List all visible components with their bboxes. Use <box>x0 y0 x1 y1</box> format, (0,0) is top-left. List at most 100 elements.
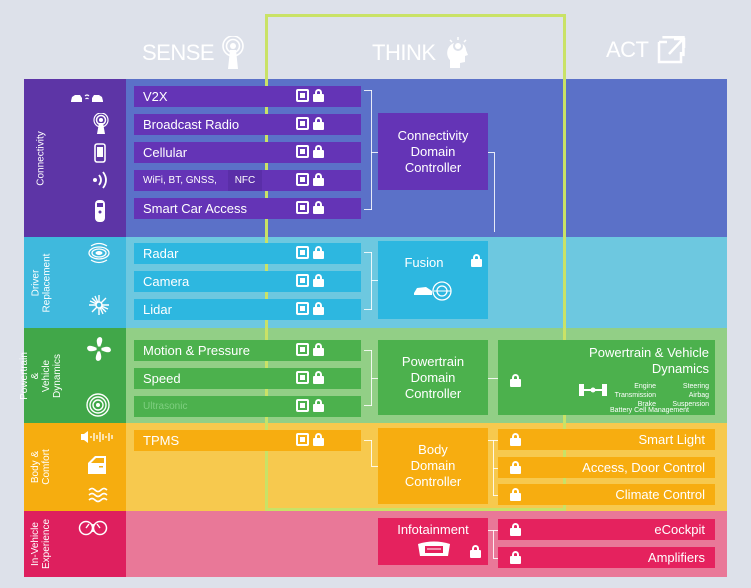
actuator-amplifiers-label: Amplifiers <box>647 550 705 565</box>
wireless-signal-icon <box>93 171 107 189</box>
secure-chip-marker <box>296 246 324 259</box>
padlock-icon <box>510 433 521 446</box>
body-domain-controller[interactable]: Body Domain Controller <box>378 428 488 504</box>
sensor-camera[interactable]: Camera <box>134 271 361 292</box>
connectivity-domain-controller[interactable]: Connectivity Domain Controller <box>378 113 488 190</box>
actuator-pvd-transmission: Transmission <box>614 392 656 399</box>
sensor-cellular[interactable]: Cellular <box>134 142 361 163</box>
speed-spiral-icon <box>86 393 110 417</box>
sensor-lidar[interactable]: Lidar <box>134 299 361 320</box>
side-connectivity: Connectivity <box>24 79 126 237</box>
brain-icon <box>446 37 468 68</box>
sensor-v2x-label: V2X <box>143 89 168 104</box>
padlock-icon <box>313 302 324 315</box>
chip-icon <box>296 173 309 186</box>
sensor-motion-label: Motion & Pressure <box>143 343 250 358</box>
actuator-powertrain-vehicle-dynamics[interactable]: Powertrain & Vehicle Dynamics Engine Tra… <box>498 340 715 415</box>
powertrain-domain-controller[interactable]: Powertrain Domain Controller <box>378 340 488 415</box>
dashboard-display-icon <box>418 541 450 556</box>
actuator-climate-control[interactable]: Climate Control <box>498 484 715 505</box>
antenna-icon <box>222 36 244 69</box>
secure-chip-marker <box>296 399 324 412</box>
chip-icon <box>296 89 309 102</box>
secure-chip-marker <box>296 117 324 130</box>
padlock-icon <box>510 523 521 536</box>
controller-fusion-label: Fusion <box>404 255 444 270</box>
controller-connectivity-label: Connectivity Domain Controller <box>397 127 469 175</box>
actuator-access-door[interactable]: Access, Door Control <box>498 457 715 478</box>
sensor-broadcast-radio[interactable]: Broadcast Radio <box>134 114 361 135</box>
radar-icon <box>88 242 110 264</box>
external-link-icon <box>657 36 685 64</box>
sensor-speed[interactable]: Speed <box>134 368 361 389</box>
secure-chip-marker <box>296 343 324 356</box>
gauge-cluster-icon <box>78 520 108 536</box>
padlock-icon <box>470 545 481 558</box>
header-think: THINK <box>372 36 470 70</box>
padlock-icon <box>313 246 324 259</box>
chip-icon <box>296 274 309 287</box>
sensor-nfc-label: NFC <box>227 170 263 191</box>
laser-burst-icon <box>89 295 109 315</box>
chip-icon <box>296 201 309 214</box>
sensor-wifi-label: WiFi, BT, GNSS, <box>143 175 217 186</box>
padlock-icon <box>313 433 324 446</box>
actuator-climate-label: Climate Control <box>615 487 705 502</box>
padlock-icon <box>510 461 521 474</box>
padlock-icon <box>313 173 324 186</box>
secure-chip-marker <box>296 302 324 315</box>
actuator-pvd-battery: Battery Cell Management <box>610 407 689 414</box>
chip-icon <box>296 433 309 446</box>
chip-icon <box>296 399 309 412</box>
sensor-v2x[interactable]: V2X <box>134 86 361 107</box>
padlock-icon <box>510 488 521 501</box>
secure-chip-marker <box>296 145 324 158</box>
actuator-ecockpit[interactable]: eCockpit <box>498 519 715 540</box>
header-act: ACT <box>606 36 687 64</box>
padlock-icon <box>313 145 324 158</box>
actuator-amplifiers[interactable]: Amplifiers <box>498 547 715 568</box>
chip-icon <box>296 145 309 158</box>
sensor-camera-label: Camera <box>143 274 190 289</box>
sensor-tpms[interactable]: TPMS <box>134 430 361 451</box>
domain-label-connectivity: Connectivity <box>35 130 47 186</box>
actuator-pvd-suspension: Suspension <box>672 401 709 408</box>
mobile-phone-icon <box>94 143 106 163</box>
sensor-radar[interactable]: Radar <box>134 243 361 264</box>
chip-icon <box>296 302 309 315</box>
actuator-pvd-brake: Brake <box>637 401 656 408</box>
chip-icon <box>296 371 309 384</box>
padlock-icon <box>313 343 324 356</box>
secure-chip-marker <box>296 173 324 186</box>
heat-waves-icon <box>88 487 108 503</box>
infotainment-controller[interactable]: Infotainment <box>378 518 488 565</box>
think-title: THINK <box>372 40 436 65</box>
speaker-icon <box>81 431 113 443</box>
sensor-speed-label: Speed <box>143 371 181 386</box>
padlock-icon <box>313 89 324 102</box>
chassis-axle-icon <box>579 384 607 396</box>
chip-icon <box>296 343 309 356</box>
sensor-smart-car-label: Smart Car Access <box>143 201 248 216</box>
chip-icon <box>296 117 309 130</box>
sense-title: SENSE <box>142 40 215 65</box>
sensor-smart-car-access[interactable]: Smart Car Access <box>134 198 361 219</box>
sensor-motion-pressure[interactable]: Motion & Pressure <box>134 340 361 361</box>
padlock-icon <box>510 551 521 564</box>
sensor-cellular-label: Cellular <box>143 145 188 160</box>
controller-body-label: Body Domain Controller <box>404 442 462 489</box>
fusion-controller[interactable]: Fusion <box>378 241 488 319</box>
actuator-smart-light[interactable]: Smart Light <box>498 429 715 450</box>
padlock-icon <box>313 201 324 214</box>
act-title: ACT <box>606 37 649 62</box>
actuator-pvd-airbag: Airbag <box>688 392 709 399</box>
actuator-pvd-title: Powertrain & Vehicle Dynamics <box>589 345 709 376</box>
secure-chip-marker <box>296 274 324 287</box>
key-fob-icon <box>95 200 105 222</box>
sensor-wifi-nfc[interactable]: WiFi, BT, GNSS, NFC <box>134 170 361 191</box>
sensor-ultrasonic[interactable]: Ultrasonic <box>134 396 361 417</box>
